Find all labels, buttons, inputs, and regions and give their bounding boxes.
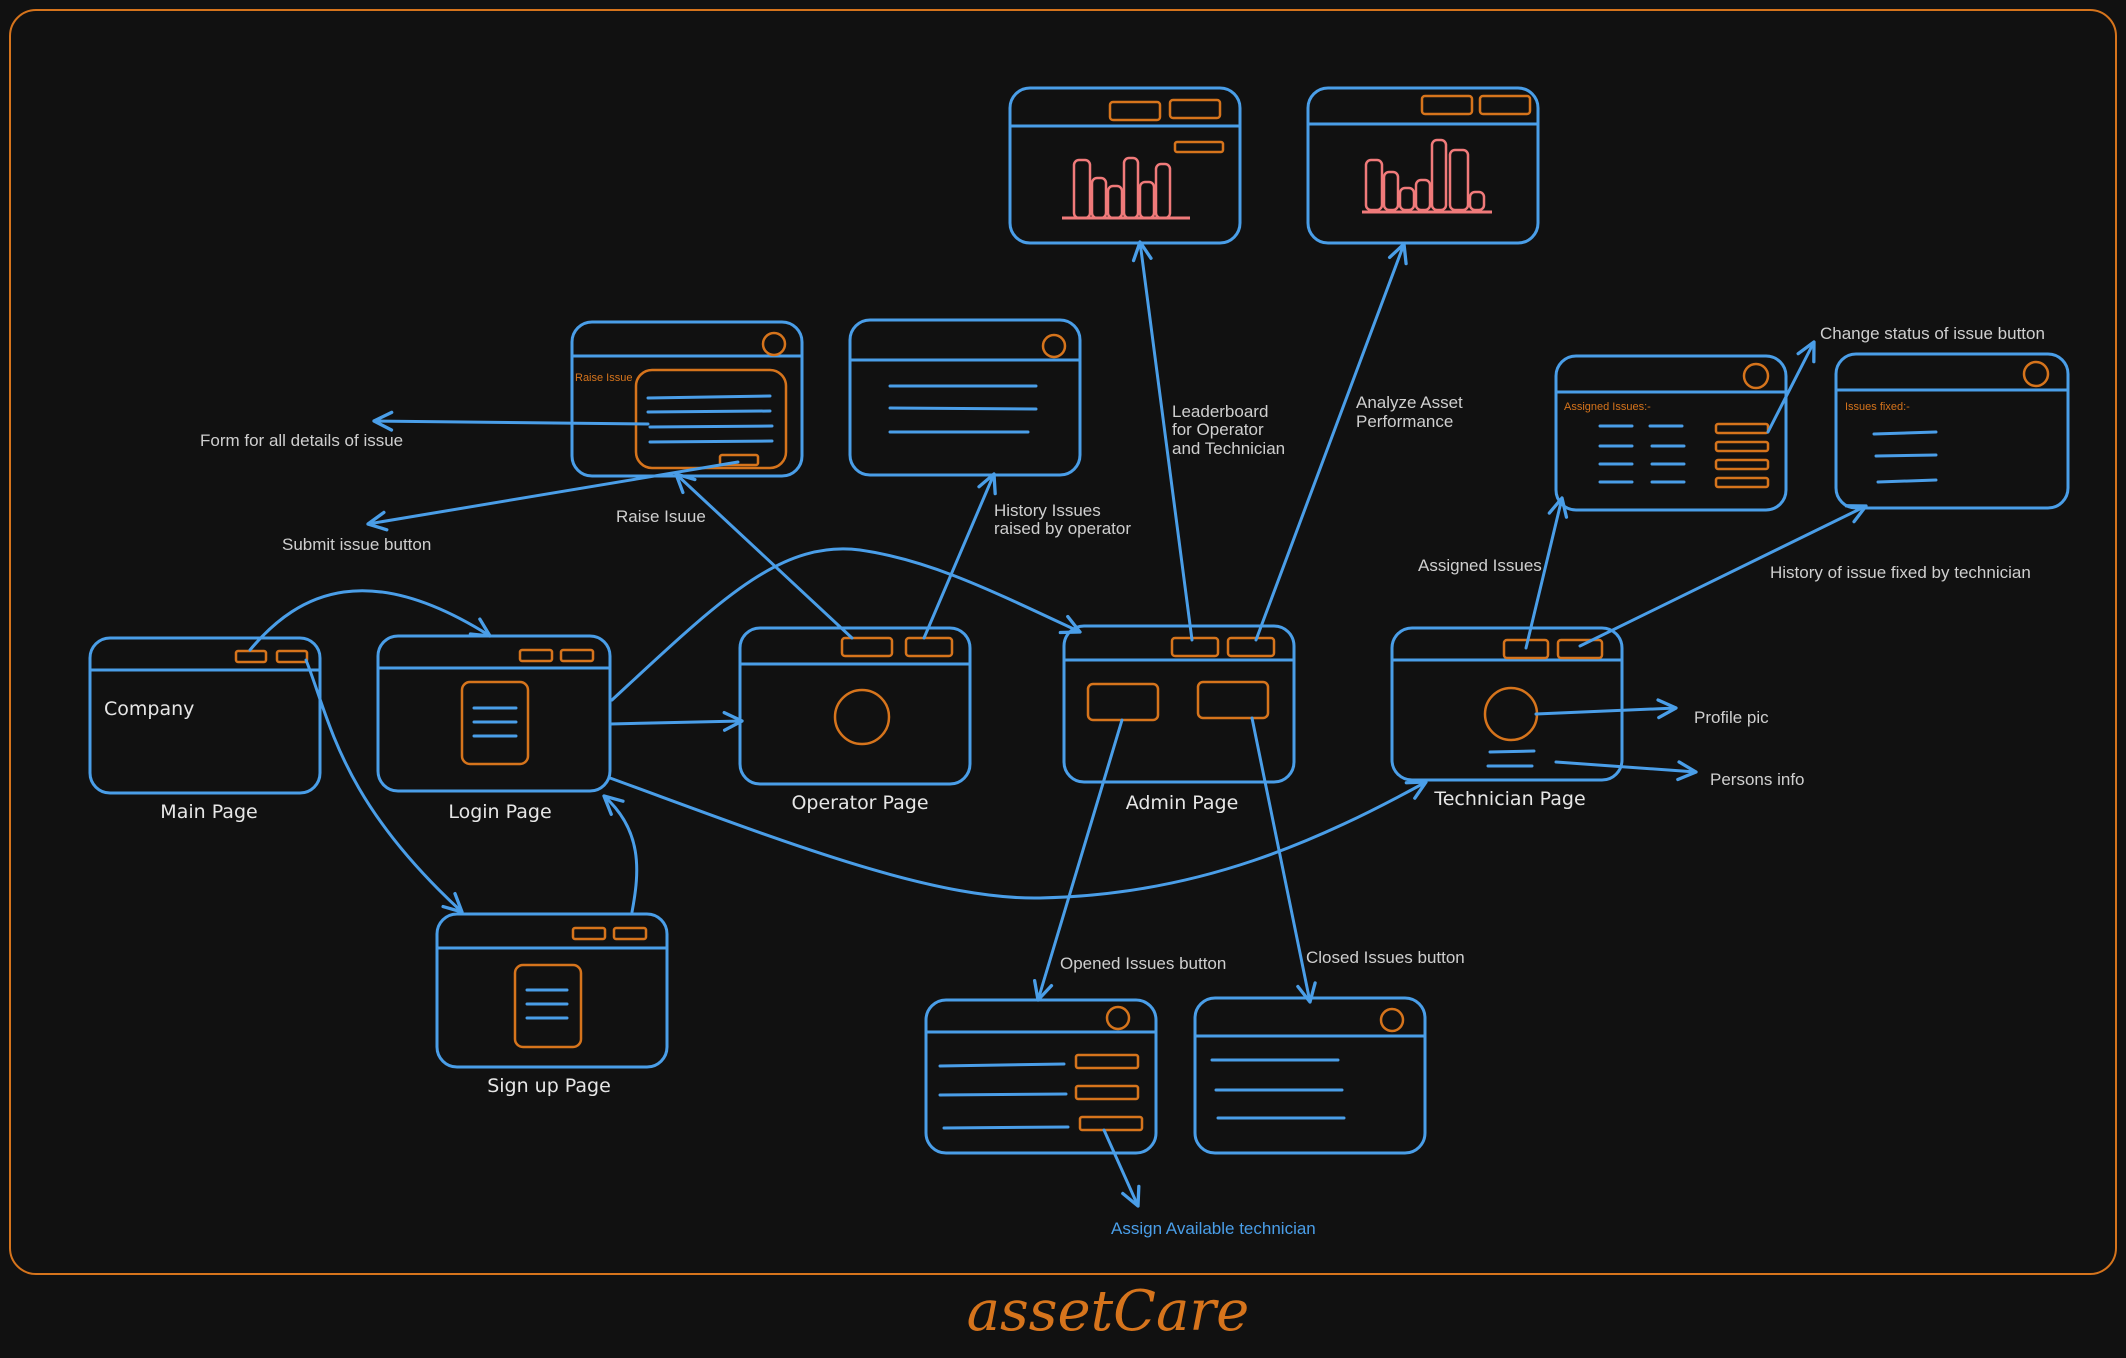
operator-page-window [738,626,972,786]
arrow-assign-technician [1102,1128,1141,1208]
arrow-tech-to-assigned [1524,496,1569,650]
label-assign-technician: Assign Available technician [1111,1219,1316,1238]
assigned-panel-label: Assigned Issues:- [1564,401,1651,413]
label-raise-issue: Raise Isuue [616,507,706,526]
label-profile-pic: Profile pic [1694,708,1769,727]
arrow-admin-to-leaderboard [1131,240,1194,642]
arrow-operator-to-raise [674,472,854,640]
diagram-frame [9,9,2117,1275]
arrow-submit-issue [366,460,740,532]
arrow-login-to-admin [610,547,1082,702]
arrow-profile-pic [1534,698,1678,720]
login-page-window [376,634,612,793]
label-leaderboard-1: Leaderboard [1172,402,1268,421]
label-form-details: Form for all details of issue [200,431,403,450]
arrow-main-to-login [248,589,492,652]
label-leaderboard-2: for Operator [1172,420,1264,439]
label-history-fixed: History of issue fixed by technician [1770,563,2031,582]
arrow-admin-to-analyze [1254,242,1408,642]
label-history-issues-2: raised by operator [994,519,1131,538]
label-leaderboard-3: and Technician [1172,439,1285,458]
arrow-change-status [1766,340,1816,434]
signup-page-caption: Sign up Page [487,1075,611,1097]
arrow-form-details [372,410,650,432]
label-analyze-1: Analyze Asset [1356,393,1463,412]
closed-issues-window [1193,996,1427,1155]
label-opened-issues: Opened Issues button [1060,954,1226,973]
analyze-window [1306,86,1540,245]
label-analyze-2: Performance [1356,412,1453,431]
admin-page-window [1062,624,1296,784]
operator-page-caption: Operator Page [791,792,928,814]
arrow-admin-to-closed [1250,716,1317,1004]
arrow-tech-to-fixed [1578,504,1868,648]
opened-issues-window [924,998,1158,1155]
arrow-operator-to-history [922,472,997,640]
main-page-caption: Main Page [160,801,257,823]
history-issues-window [848,318,1082,477]
label-persons-info: Persons info [1710,770,1805,789]
technician-page-caption: Technician Page [1433,788,1585,810]
arrow-main-to-signup [304,658,464,914]
brand-title: assetCare [967,1279,1250,1344]
arrow-persons-info [1554,760,1698,782]
raise-issue-panel-label: Raise Issue [575,372,632,384]
login-page-caption: Login Page [448,801,551,823]
leaderboard-window [1008,86,1242,245]
label-assigned-issues: Assigned Issues [1418,556,1542,575]
arrow-admin-to-opened [1032,718,1124,1002]
company-label: Company [104,698,194,720]
issues-fixed-window: Issues fixed:- [1834,352,2070,510]
fixed-panel-label: Issues fixed:- [1845,401,1910,413]
admin-page-caption: Admin Page [1126,792,1239,814]
label-closed-issues: Closed Issues button [1306,948,1465,967]
arrow-signup-to-login [602,794,639,914]
signup-page-window [435,912,669,1069]
connector-arrows [248,240,1868,1208]
raise-issue-window: Raise Issue [570,320,804,478]
label-history-issues-1: History Issues [994,501,1101,520]
label-change-status: Change status of issue button [1820,324,2045,343]
arrow-login-to-technician [608,776,1428,900]
assigned-issues-window: Assigned Issues:- [1554,354,1788,512]
technician-page-window [1390,626,1624,782]
label-submit-issue: Submit issue button [282,535,431,554]
arrow-login-to-operator [608,710,744,732]
main-page-window: Company [88,636,322,795]
